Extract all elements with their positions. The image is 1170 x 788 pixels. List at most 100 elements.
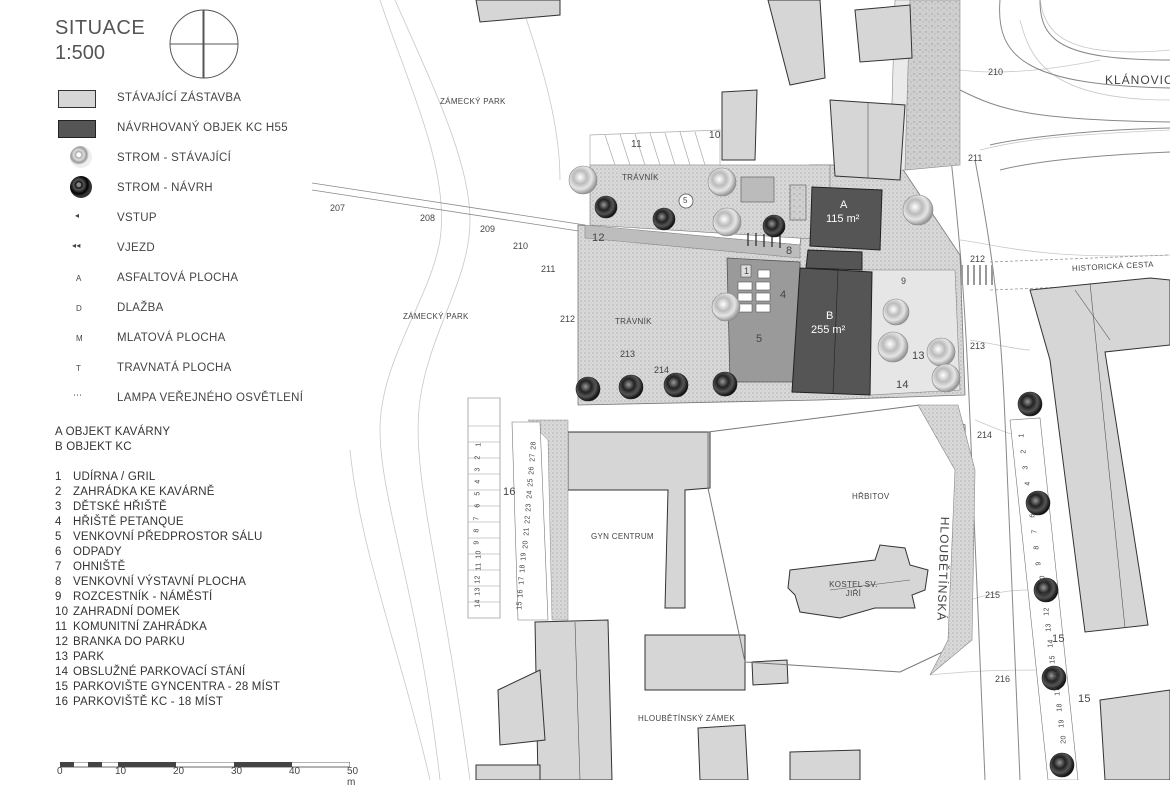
existing-tree-icon <box>70 146 92 168</box>
crosswalk <box>961 265 993 285</box>
contour-210-r: 210 <box>988 67 1004 77</box>
parking-stall-number: 6 <box>474 503 482 508</box>
map-marker-9: 9 <box>901 276 907 286</box>
cemetery-path <box>917 404 976 676</box>
scale-tick-1: 10 <box>115 766 127 777</box>
parking-stall-number: 20 <box>1060 735 1068 744</box>
legend-item-tree-new <box>70 176 92 198</box>
building-a <box>809 186 883 251</box>
legend-label-lamp: LAMPA VEŘEJNÉHO OSVĚTLENÍ <box>117 392 304 404</box>
building-a-letter: A <box>840 199 848 211</box>
park-path <box>311 182 586 233</box>
scale-tick-5: 50 m <box>347 766 359 788</box>
parking-stall-number: 4 <box>474 479 482 484</box>
parking-stall-number: 2 <box>1020 449 1028 454</box>
contour-216-r: 216 <box>995 674 1011 684</box>
playground <box>740 176 807 221</box>
map-marker-13: 13 <box>912 350 925 362</box>
legend-label-existing: STÁVAJÍCÍ ZÁSTAVBA <box>117 92 242 104</box>
label-zamecky-park-2: ZÁMECKÝ PARK <box>403 312 469 321</box>
proposed-building-swatch <box>58 120 96 138</box>
parking-stall-number: 12 <box>475 574 483 584</box>
legend-label-paving: DLAŽBA <box>117 302 164 314</box>
legend-label-driveway: VJEZD <box>117 242 155 254</box>
map-marker-8: 8 <box>786 245 793 257</box>
parking-stall-number: 16 <box>1052 671 1060 680</box>
parking-stall-number: 8 <box>1033 545 1041 550</box>
parking-stall-number: 19 <box>521 552 529 561</box>
scale-ratio: 1:500 <box>55 42 106 64</box>
legend-item-proposed <box>58 118 98 140</box>
object-list: A OBJEKT KAVÁRNY B OBJEKT KC <box>55 425 170 455</box>
parking-stall-number: 12 <box>1043 607 1051 616</box>
label-travnik-1: TRÁVNÍK <box>622 173 659 182</box>
map-marker-5b: 5 <box>683 196 688 205</box>
church-building <box>787 544 929 619</box>
label-hrbitov: HŘBITOV <box>852 492 890 501</box>
legend-label-tree-new: STROM - NÁVRH <box>117 182 213 194</box>
parking-stall-number: 27 <box>529 453 537 463</box>
parking-stall-number: 28 <box>530 441 538 450</box>
label-kostel: KOSTEL SV. JIŘÍ <box>829 580 878 598</box>
parking-stall-number: 22 <box>524 515 532 524</box>
north-road <box>904 0 961 171</box>
parking-stall-number: 5 <box>1026 497 1034 502</box>
community-garden <box>589 129 721 166</box>
map-marker-5: 5 <box>756 333 763 345</box>
contour-211-r: 211 <box>968 153 983 163</box>
parking-stall-number: 16 <box>517 588 525 598</box>
parking-stall-number: 2 <box>474 454 482 460</box>
map-marker-15: 15 <box>1052 633 1065 645</box>
parking-stall-number: 10 <box>1039 575 1047 584</box>
object-item-a: A OBJEKT KAVÁRNY <box>55 426 171 438</box>
legend-label-tree-existing: STROM - STÁVAJÍCÍ <box>117 152 232 164</box>
scale-tick-3: 30 <box>231 766 243 777</box>
contour-212: 212 <box>560 314 576 324</box>
legend-symbol-mlat: M <box>76 334 83 343</box>
parking-stall-number: 25 <box>527 478 535 487</box>
connector <box>805 249 863 271</box>
map-marker-14: 14 <box>896 379 909 391</box>
parking-stall-number: 21 <box>523 527 531 536</box>
label-travnik-2: TRÁVNÍK <box>615 317 652 326</box>
parking-stall-number: 11 <box>1041 591 1049 600</box>
legend-symbol-paving: D <box>76 304 83 313</box>
parking-stall-number: 24 <box>526 490 534 499</box>
legend-symbol-grass: T <box>76 364 82 373</box>
label-zamek: HLOUBĚTÍNSKÝ ZÁMEK <box>638 714 735 723</box>
map-marker-16: 16 <box>503 486 516 498</box>
parking-stall-number: 17 <box>518 576 526 586</box>
parking-stall-number: 7 <box>1031 529 1039 534</box>
existing-buildings <box>475 0 1170 780</box>
parking-stall-number: 9 <box>1035 561 1043 566</box>
parking-stall-number: 6 <box>1029 513 1037 518</box>
parking-stall-number: 26 <box>528 465 536 475</box>
parking-stall-number: 20 <box>522 539 530 549</box>
scale-bar <box>60 762 350 768</box>
contour-208: 208 <box>420 213 436 223</box>
label-gyn-centrum: GYN CENTRUM <box>591 532 654 541</box>
legend-item-existing <box>58 88 98 110</box>
parking-stall-number: 1 <box>1018 433 1026 438</box>
legend-label-mlat: MLATOVÁ PLOCHA <box>117 332 226 344</box>
legend-label-grass: TRAVNATÁ PLOCHA <box>117 362 232 374</box>
contour-207: 207 <box>330 203 346 213</box>
map-marker-12: 12 <box>592 232 605 244</box>
parking-stall-number: 15 <box>516 601 524 610</box>
driveway-arrow-icon: ◂◂ <box>72 241 81 250</box>
building-b-area: 255 m² <box>811 324 846 336</box>
contour-212-r: 212 <box>970 254 986 264</box>
contour-215-r: 215 <box>985 590 1001 600</box>
